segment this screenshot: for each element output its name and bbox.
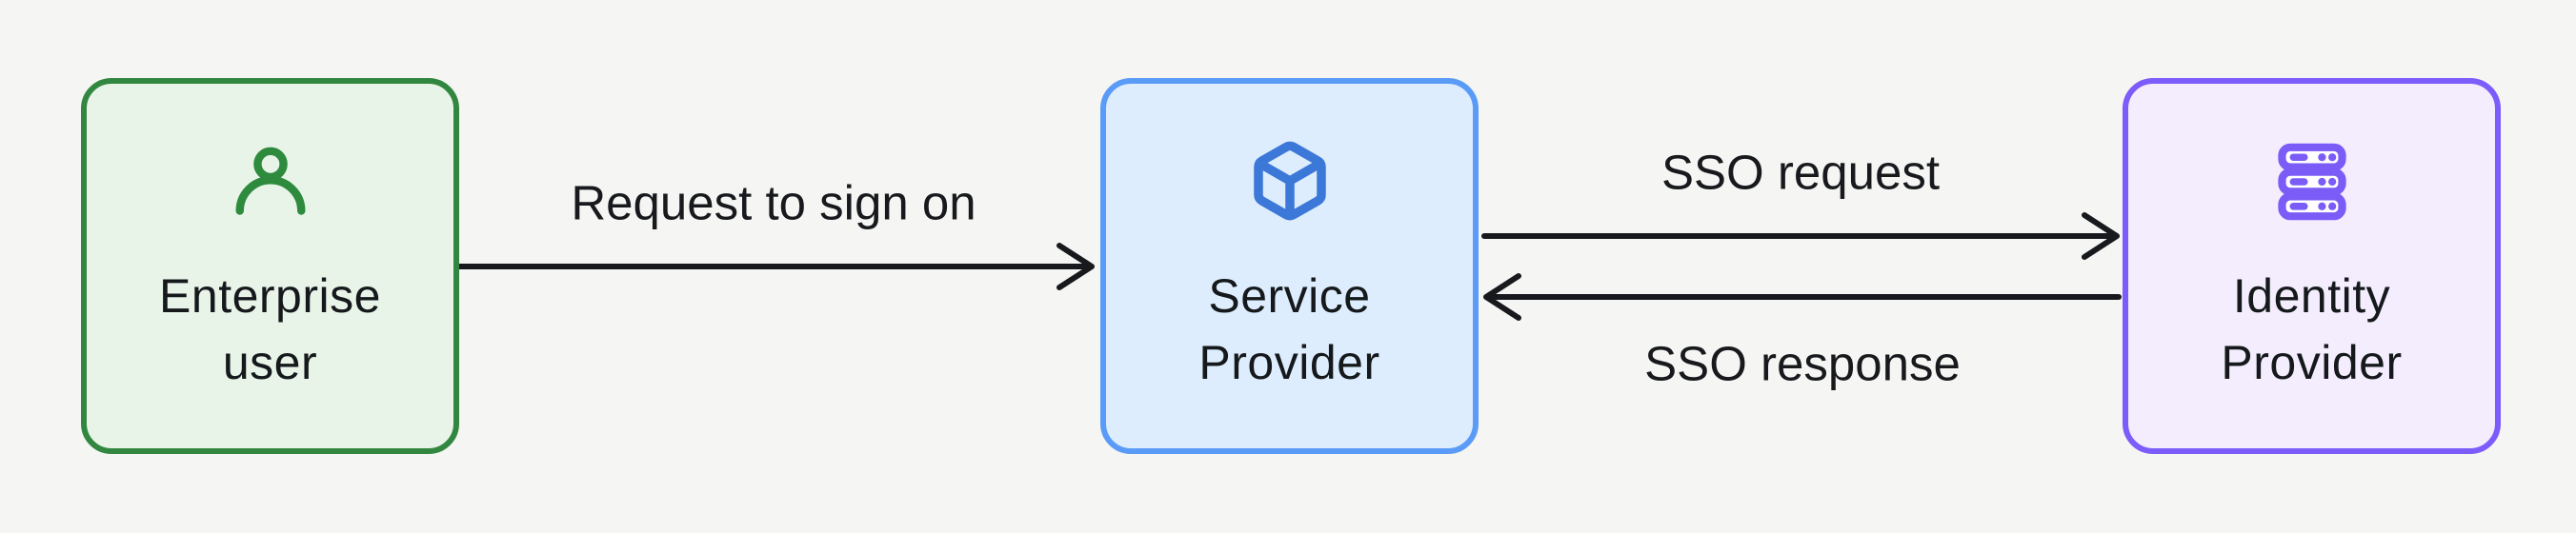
node-label-line: Service <box>1208 269 1371 323</box>
arrow-sso-request <box>1481 212 2120 260</box>
node-label-line: user <box>222 336 318 389</box>
node-label-line: Provider <box>1198 336 1380 389</box>
node-service-provider: Service Provider <box>1100 78 1479 454</box>
user-icon <box>235 147 305 215</box>
node-label-line: Identity <box>2232 269 2391 323</box>
node-identity-provider: Identity Provider <box>2123 78 2501 454</box>
server-icon <box>2277 143 2346 221</box>
node-label-line: Enterprise <box>159 269 381 323</box>
arrow-request-to-sign-on <box>453 243 1095 290</box>
node-enterprise-user: Enterprise user <box>81 78 459 454</box>
cube-icon <box>1253 141 1326 221</box>
edge-label-sso-response: SSO response <box>1644 336 1961 391</box>
edge-label-request-to-sign-on: Request to sign on <box>571 175 976 230</box>
node-label: Enterprise user <box>87 263 453 396</box>
node-label-line: Provider <box>2221 336 2403 389</box>
node-label: Identity Provider <box>2128 263 2495 396</box>
arrow-sso-response <box>1483 273 2122 321</box>
edge-label-sso-request: SSO request <box>1661 145 1940 200</box>
node-label: Service Provider <box>1106 263 1473 396</box>
